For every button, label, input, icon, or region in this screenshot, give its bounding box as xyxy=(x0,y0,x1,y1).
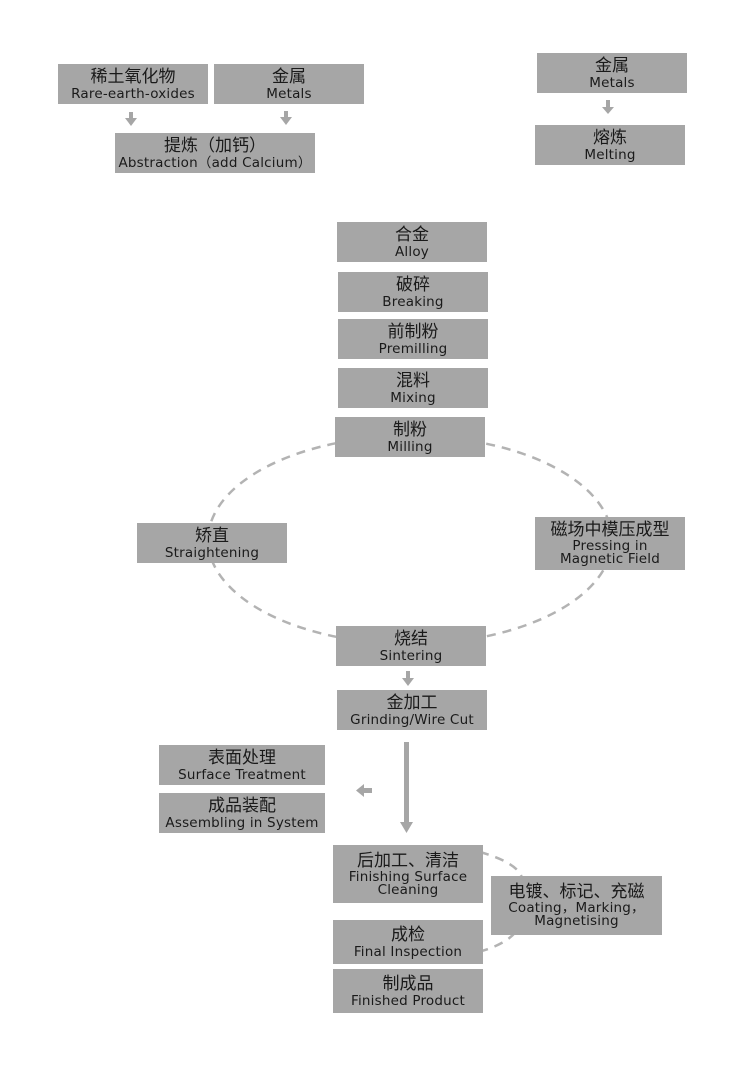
step-pressing: 磁场中模压成型 Pressing in Magnetic Field xyxy=(535,517,685,570)
melting-en: Melting xyxy=(584,146,636,163)
sintering-zh: 烧结 xyxy=(394,628,428,649)
assembling-zh: 成品装配 xyxy=(208,795,276,816)
arrow-metals-down xyxy=(280,111,292,125)
finishing-en-line1: Finishing Surface xyxy=(348,868,468,885)
metals-right-zh: 金属 xyxy=(595,55,629,76)
final-inspection-en: Final Inspection xyxy=(353,943,463,960)
step-surface-treatment: 表面处理 Surface Treatment xyxy=(159,745,325,785)
step-sintering: 烧结 Sintering xyxy=(336,626,486,666)
milling-en: Milling xyxy=(387,438,433,455)
premilling-en: Premilling xyxy=(378,340,448,357)
mixing-en: Mixing xyxy=(390,389,436,406)
breaking-en: Breaking xyxy=(382,293,444,310)
pressing-en-line2: Magnetic Field xyxy=(559,551,661,567)
coating-zh: 电镀、标记、充磁 xyxy=(508,882,645,902)
step-alloy: 合金 Alloy xyxy=(337,222,487,262)
rare-earth-oxides-zh: 稀土氧化物 xyxy=(90,66,176,87)
metals-left-en: Metals xyxy=(266,85,312,102)
coating-en-line2: Magnetising xyxy=(534,913,619,929)
breaking-zh: 破碎 xyxy=(396,274,430,295)
arrow-grinding-finishing xyxy=(400,742,413,833)
finishing-en-line2: Cleaning xyxy=(377,881,439,898)
step-straightening: 矫直 Straightening xyxy=(137,523,287,563)
abstraction-en: Abstraction（add Calcium） xyxy=(118,154,312,171)
straightening-zh: 矫直 xyxy=(195,525,229,546)
step-melting: 熔炼 Melting xyxy=(535,125,685,165)
abstraction-zh: 提炼（加钙） xyxy=(164,135,266,156)
arrow-metals-melting xyxy=(602,100,614,114)
alloy-en: Alloy xyxy=(395,243,429,260)
pressing-en-line1: Pressing in xyxy=(572,538,648,554)
rare-earth-oxides-en: Rare-earth-oxides xyxy=(71,85,195,102)
step-metals-right: 金属 Metals xyxy=(537,53,687,93)
step-coating: 电镀、标记、充磁 Coating，Marking， Magnetising xyxy=(491,876,662,935)
pressing-zh: 磁场中模压成型 xyxy=(550,520,670,540)
step-premilling: 前制粉 Premilling xyxy=(338,319,488,359)
step-milling: 制粉 Milling xyxy=(335,417,485,457)
finished-product-zh: 制成品 xyxy=(382,973,434,994)
premilling-zh: 前制粉 xyxy=(387,321,439,342)
step-breaking: 破碎 Breaking xyxy=(338,272,488,312)
step-metals-left: 金属 Metals xyxy=(214,64,364,104)
straightening-en: Straightening xyxy=(164,544,260,561)
alloy-zh: 合金 xyxy=(395,224,429,245)
metals-right-en: Metals xyxy=(589,74,635,91)
step-finishing: 后加工、清洁 Finishing Surface Cleaning xyxy=(333,845,483,903)
sintering-en: Sintering xyxy=(379,647,443,664)
step-finished-product: 制成品 Finished Product xyxy=(333,969,483,1013)
step-mixing: 混料 Mixing xyxy=(338,368,488,408)
finished-product-en: Finished Product xyxy=(350,992,466,1009)
melting-zh: 熔炼 xyxy=(593,127,627,148)
grinding-zh: 金加工 xyxy=(386,692,438,713)
finishing-zh: 后加工、清洁 xyxy=(357,850,459,871)
surface-treatment-en: Surface Treatment xyxy=(178,766,306,783)
mixing-zh: 混料 xyxy=(396,370,430,391)
step-rare-earth-oxides: 稀土氧化物 Rare-earth-oxides xyxy=(58,64,208,104)
arrow-to-assembly xyxy=(356,784,372,797)
final-inspection-zh: 成检 xyxy=(391,924,425,945)
metals-left-zh: 金属 xyxy=(272,66,306,87)
milling-zh: 制粉 xyxy=(393,419,427,440)
grinding-en: Grinding/Wire Cut xyxy=(350,711,474,728)
step-final-inspection: 成检 Final Inspection xyxy=(333,920,483,964)
step-grinding: 金加工 Grinding/Wire Cut xyxy=(337,690,487,730)
coating-en-line1: Coating，Marking， xyxy=(508,900,645,916)
arrow-oxides-down xyxy=(125,112,137,126)
arrow-sintering-grinding xyxy=(402,671,414,686)
assembling-en: Assembling in System xyxy=(165,814,319,831)
step-assembling: 成品装配 Assembling in System xyxy=(159,793,325,833)
surface-treatment-zh: 表面处理 xyxy=(208,747,276,768)
step-abstraction: 提炼（加钙） Abstraction（add Calcium） xyxy=(115,133,315,173)
